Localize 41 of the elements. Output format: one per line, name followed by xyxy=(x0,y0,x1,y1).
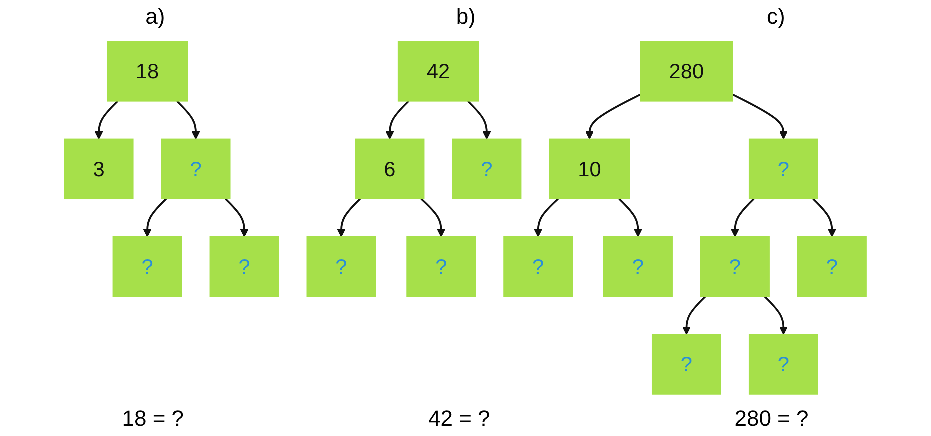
node-box: ? xyxy=(652,334,722,395)
node-box: 280 xyxy=(640,41,733,102)
node-box: 18 xyxy=(106,41,188,102)
arrow xyxy=(585,94,642,140)
node-box: 6 xyxy=(355,138,425,200)
arrow xyxy=(337,198,361,238)
node-box: ? xyxy=(700,236,770,298)
arrow xyxy=(386,100,410,140)
arrow xyxy=(176,100,200,140)
equation-text: 18 = ? xyxy=(122,406,184,432)
arrow xyxy=(94,100,118,140)
equation-text: 280 = ? xyxy=(734,406,809,432)
part-label: c) xyxy=(767,4,786,30)
arrow xyxy=(812,198,836,238)
part-label: b) xyxy=(456,4,476,30)
arrow xyxy=(420,198,446,238)
arrow xyxy=(682,296,706,336)
node-box: 42 xyxy=(398,41,479,102)
node-box: ? xyxy=(210,236,280,298)
node-box: ? xyxy=(112,236,182,298)
node-box: ? xyxy=(306,236,376,298)
node-box: ? xyxy=(161,138,231,200)
arrow xyxy=(224,198,249,238)
node-box: ? xyxy=(748,138,818,200)
node-box: ? xyxy=(748,334,818,395)
arrow xyxy=(730,198,755,238)
node-box: ? xyxy=(406,236,476,298)
node-box: 10 xyxy=(549,138,630,200)
node-box: ? xyxy=(603,236,673,298)
arrow xyxy=(618,198,642,238)
arrow xyxy=(143,198,167,238)
arrow xyxy=(732,94,788,140)
node-box: ? xyxy=(452,138,522,200)
arrow xyxy=(534,198,559,238)
equation-text: 42 = ? xyxy=(428,406,490,432)
part-label: a) xyxy=(146,4,166,30)
arrow xyxy=(764,296,788,336)
node-box: ? xyxy=(797,236,867,298)
node-box: 3 xyxy=(64,138,134,200)
arrow xyxy=(467,100,491,140)
node-box: ? xyxy=(503,236,573,298)
